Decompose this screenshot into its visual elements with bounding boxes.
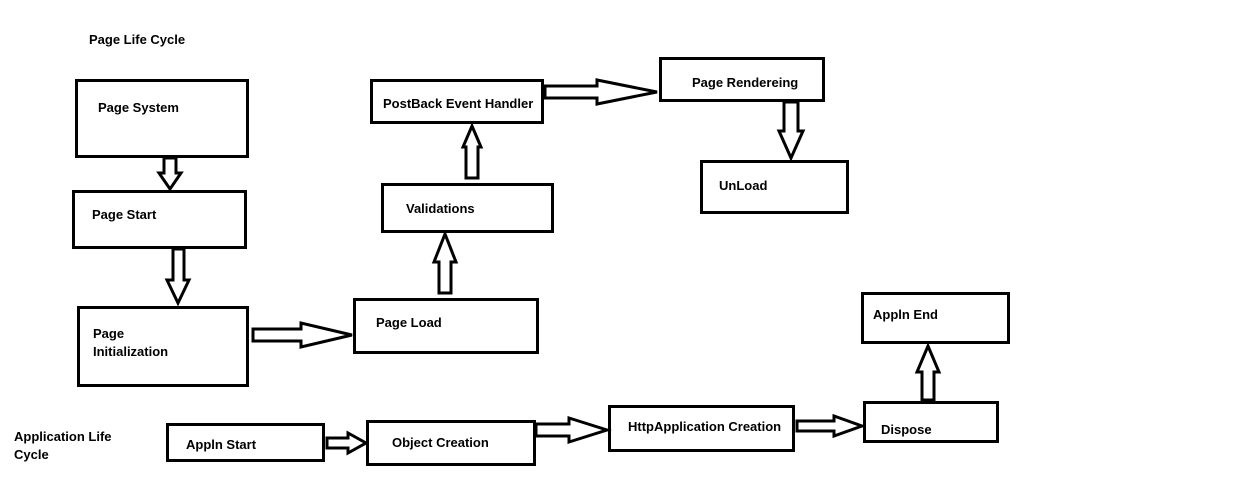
unload-box: UnLoad [700, 160, 849, 214]
appln-start-box: Appln Start [166, 423, 325, 462]
appln-start-label: Appln Start [186, 437, 257, 452]
arrow-right-icon [325, 430, 370, 456]
arrow-right-icon [543, 78, 658, 106]
page-rendering-label: Page Rendereing [692, 75, 799, 90]
arrow-down-icon [164, 247, 192, 307]
appln-end-box: Appln End [861, 292, 1010, 344]
arrow-up-icon [460, 122, 484, 180]
page-initialization-box: Page Initialization [77, 306, 249, 387]
httpapplication-creation-box: HttpApplication Creation [608, 405, 795, 452]
validations-label: Validations [406, 201, 475, 216]
page-load-label: Page Load [376, 315, 442, 330]
application-life-cycle-title: Application Life Cycle [14, 429, 112, 462]
page-rendering-box: Page Rendereing [659, 57, 825, 102]
validations-box: Validations [381, 183, 554, 233]
page-life-cycle-title: Page Life Cycle [89, 32, 186, 47]
dispose-box: Dispose [863, 401, 999, 443]
page-system-label: Page System [98, 100, 179, 115]
arrow-up-icon [431, 229, 459, 295]
arrow-right-icon [251, 321, 353, 349]
object-creation-label: Object Creation [392, 435, 489, 450]
postback-event-handler-box: PostBack Event Handler [370, 79, 544, 124]
httpapplication-creation-label: HttpApplication Creation [628, 419, 782, 434]
page-initialization-label: Page Initialization [93, 326, 169, 359]
unload-label: UnLoad [719, 178, 768, 193]
postback-event-handler-label: PostBack Event Handler [383, 96, 534, 111]
page-load-box: Page Load [353, 298, 539, 354]
arrow-right-icon [534, 415, 612, 445]
arrow-up-icon [914, 342, 942, 402]
arrow-right-icon [795, 413, 867, 439]
dispose-label: Dispose [881, 422, 932, 437]
page-start-label: Page Start [92, 207, 157, 222]
page-system-box: Page System [75, 79, 249, 158]
page-start-box: Page Start [72, 190, 247, 249]
appln-end-label: Appln End [873, 307, 938, 322]
arrow-down-icon [776, 100, 806, 162]
arrow-down-icon [156, 156, 184, 192]
